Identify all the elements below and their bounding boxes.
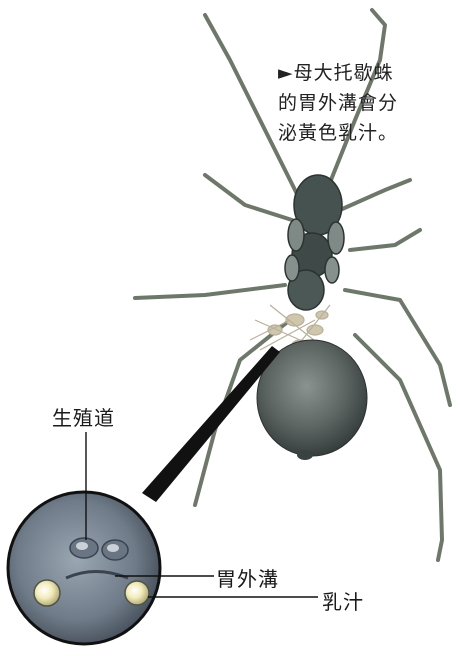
caption-line-2: 的胃外溝會分: [278, 88, 454, 118]
caption-line-3: 泌黃色乳汁。: [278, 118, 454, 148]
inset-magnified-view: [8, 492, 160, 644]
spider-body: [285, 175, 344, 310]
label-genital-opening: 生殖道: [52, 402, 115, 431]
label-milk: 乳汁: [322, 586, 364, 615]
inset-pointer: [142, 346, 280, 502]
label-epigastric-furrow: 胃外溝: [216, 563, 279, 592]
caption: ►母大托歇蛛 的胃外溝會分 泌黃色乳汁。: [278, 58, 454, 148]
caption-line-1: ►母大托歇蛛: [278, 58, 454, 88]
